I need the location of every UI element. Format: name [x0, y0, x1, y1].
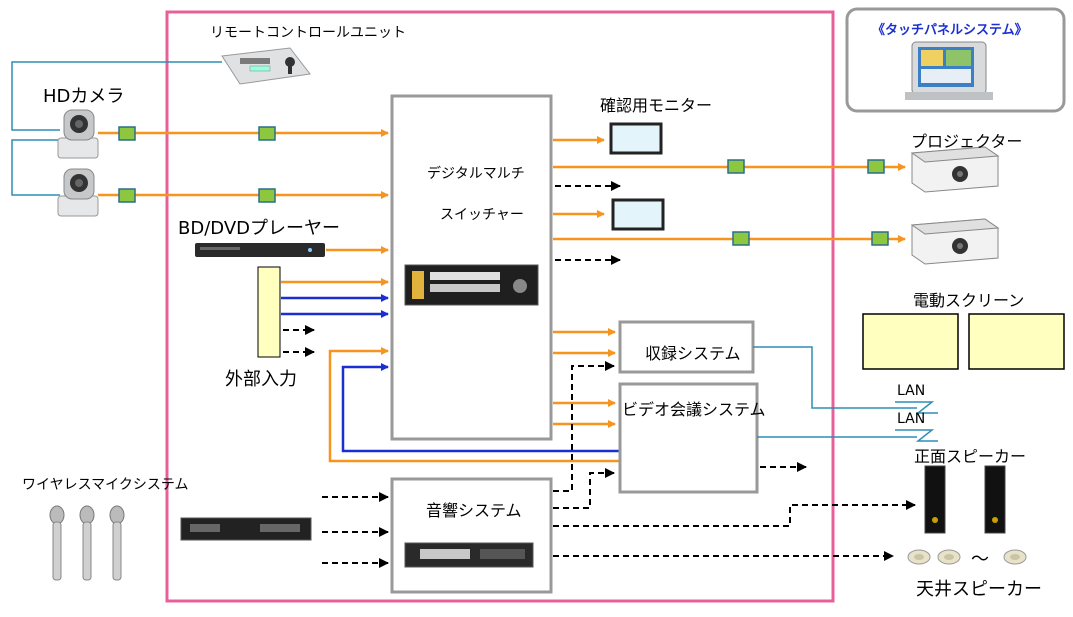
speaker-icon [924, 465, 946, 534]
ceiling-speaker-label: 天井スピーカー [916, 579, 1042, 600]
green-node [871, 231, 889, 246]
lan-zigzag [895, 401, 938, 414]
green-node [118, 126, 136, 141]
touch-panel-system-label: 《タッチパネルシステム》 [872, 23, 1028, 38]
green-node [258, 188, 276, 203]
microphone-icon [79, 505, 95, 581]
video-conference-box [618, 382, 759, 494]
amplifier-icon [404, 542, 534, 568]
bd-player-icon [195, 243, 325, 257]
green-node [727, 159, 745, 174]
wireless-receiver-icon [180, 517, 312, 541]
microphone-icon [49, 505, 65, 581]
monitor-icon [609, 122, 663, 155]
front-speaker-label: 正面スピーカー [914, 447, 1027, 466]
audio-system-box [390, 477, 553, 594]
lan-zigzag [895, 429, 938, 442]
ceiling-tilde: ～ [971, 549, 989, 570]
lan-label-2: LAN [897, 411, 926, 427]
speaker-icon [984, 465, 1006, 534]
green-node [732, 231, 750, 246]
audio-system-label: 音響システム [426, 501, 522, 520]
external-input-panel [257, 266, 281, 358]
touch-panel-icon [905, 41, 993, 100]
projector-icon [910, 146, 1000, 193]
audio-to-front-speaker-line [553, 500, 916, 527]
vc-return-blue-line [341, 363, 620, 453]
switcher-label-line2: スイッチャー [440, 207, 524, 223]
bd-dvd-player-label: BD/DVDプレーヤー [178, 218, 340, 239]
switcher-device-icon [404, 264, 539, 306]
projector-icon [910, 218, 1000, 265]
video-conference-system-label: ビデオ会議システム [622, 400, 766, 419]
monitor-icon [611, 198, 665, 231]
audio-to-vc-line [553, 468, 615, 509]
electric-screen-label: 電動スクリーン [913, 291, 1025, 310]
external-input-label: 外部入力 [225, 369, 297, 390]
projector-label: プロジェクター [911, 132, 1023, 151]
camera-chain-line [11, 139, 60, 196]
ceiling-speaker-icon [907, 549, 931, 565]
electric-screen [968, 313, 1065, 370]
confirmation-monitor-label: 確認用モニター [600, 96, 713, 115]
hd-camera-label: HDカメラ [43, 86, 125, 107]
lan-label-1: LAN [897, 383, 926, 399]
green-node [118, 188, 136, 203]
audio-to-rec-line [553, 361, 615, 492]
remote-controller-icon [221, 47, 311, 85]
electric-screen [862, 313, 959, 370]
remote-control-line [11, 61, 222, 131]
switcher-label-line1: デジタルマルチ [427, 166, 525, 182]
ptz-camera-icon [57, 109, 99, 159]
green-node [867, 159, 885, 174]
ptz-camera-icon [57, 168, 99, 217]
recording-system-label: 収録システム [645, 344, 741, 363]
remote-control-unit-label: リモートコントロールユニット [210, 25, 406, 41]
rec-lan-line [753, 346, 917, 409]
ceiling-speaker-icon [1003, 549, 1027, 565]
green-node [258, 126, 276, 141]
room-border [165, 10, 835, 603]
ceiling-speaker-icon [937, 549, 961, 565]
vc-return-orange-line [328, 347, 620, 463]
microphone-icon [109, 505, 125, 581]
wireless-mic-system-label: ワイヤレスマイクシステム [22, 477, 189, 493]
